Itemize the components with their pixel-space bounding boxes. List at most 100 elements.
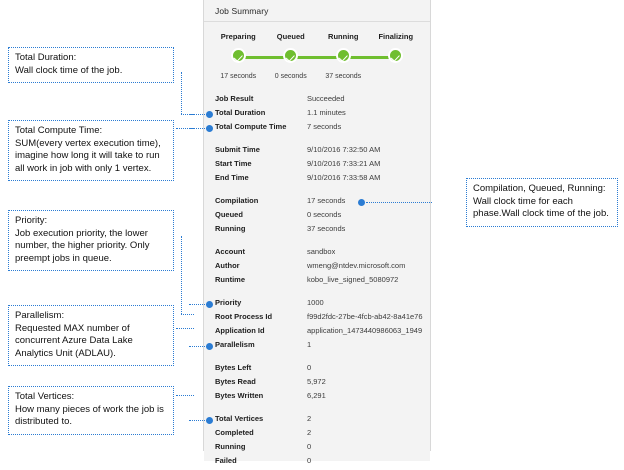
callout-parallelism-heading: Parallelism: <box>15 310 65 321</box>
detail-row-key: Submit Time <box>215 145 260 154</box>
detail-row-key: End Time <box>215 173 249 182</box>
callout-total-vertices-body: How many pieces of work the job is distr… <box>15 403 164 428</box>
detail-row-value: 2 <box>307 428 312 437</box>
detail-row-value: kobo_live_signed_5080972 <box>307 275 399 284</box>
detail-row-key: Total Duration <box>215 108 266 117</box>
detail-row: Account sandbox <box>215 247 424 261</box>
detail-row: Priority 1000 <box>189 298 424 312</box>
callout-priority-heading: Priority: <box>15 215 48 226</box>
detail-row-value: 1000 <box>307 298 324 307</box>
phase-time-queued: 0 seconds <box>274 73 307 80</box>
detail-row-key: Completed <box>215 428 254 437</box>
phase-node-row <box>212 48 422 63</box>
detail-row-value: Succeeded <box>307 94 345 103</box>
detail-row-value: 1.1 minutes <box>307 108 346 117</box>
callout-priority-body: Job execution priority, the lower number… <box>15 227 150 264</box>
detail-row-key: Parallelism <box>215 340 255 349</box>
phase-progress-tracker: Preparing Queued Running Finalizing 17 s… <box>212 32 422 88</box>
detail-row-key: Total Vertices <box>215 414 264 423</box>
phase-time-row: 17 seconds 0 seconds 37 seconds <box>212 73 422 80</box>
detail-row: Running 37 seconds <box>215 224 424 238</box>
callout-parallelism-body: Requested MAX number of concurrent Azure… <box>15 322 133 359</box>
phase-time-running: 37 seconds <box>325 73 362 80</box>
panel-header: Job Summary <box>204 0 430 22</box>
callout-leader-line <box>189 114 207 115</box>
callout-total-duration-body: Wall clock time of the job. <box>15 64 123 76</box>
detail-row: Bytes Written 6,291 <box>215 391 424 405</box>
callout-leader-line <box>189 420 207 421</box>
callout-total-compute-time-body: SUM(every vertex execution time), imagin… <box>15 137 161 174</box>
detail-row-key: Root Process Id <box>215 312 273 321</box>
row-group-spacer <box>215 238 424 247</box>
detail-row-key: Bytes Written <box>215 391 264 400</box>
connector-priority-horizontal <box>181 314 194 315</box>
job-summary-panel: Job Summary Preparing Queued Running Fin… <box>189 0 432 465</box>
phase-time-finalizing <box>370 73 423 80</box>
phase-time-preparing: 17 seconds <box>220 73 257 80</box>
check-circle-icon <box>230 48 246 63</box>
row-group-spacer <box>215 289 424 298</box>
detail-row-key: Running <box>215 224 246 233</box>
callout-leader-line <box>189 346 207 347</box>
phase-node-preparing <box>212 48 265 63</box>
detail-row-key: Account <box>215 247 245 256</box>
check-circle-icon <box>335 48 351 63</box>
connector-total-compute-horizontal <box>176 128 194 129</box>
callout-marker-dot <box>206 343 213 350</box>
row-group-spacer <box>215 354 424 363</box>
phase-progress-track <box>238 56 396 59</box>
phase-label-preparing: Preparing <box>220 32 256 41</box>
connector-total-vertices-horizontal <box>176 395 194 396</box>
detail-row-key: Job Result <box>215 94 254 103</box>
row-group-spacer <box>215 187 424 196</box>
callout-phase-times-heading: Compilation, Queued, Running: <box>473 183 606 194</box>
detail-row: Completed 2 <box>215 428 424 442</box>
callout-marker-dot <box>206 417 213 424</box>
check-circle-icon <box>388 48 404 63</box>
callout-total-duration: Total Duration: Wall clock time of the j… <box>8 47 174 84</box>
connector-total-duration-horizontal <box>181 114 194 115</box>
detail-row-value: 0 <box>307 363 312 372</box>
detail-row: Job Result Succeeded <box>215 94 424 108</box>
detail-row: Total Vertices 2 <box>189 414 424 428</box>
detail-row-key: Running <box>215 442 246 451</box>
callout-total-vertices-heading: Total Vertices: <box>15 391 75 402</box>
detail-row: Root Process Id f99d2fdc-27be-4fcb-ab42-8… <box>215 312 424 326</box>
phase-label-running: Running <box>328 32 359 41</box>
callout-total-compute-time-heading: Total Compute Time: <box>15 125 103 136</box>
detail-row-value: sandbox <box>307 247 336 256</box>
detail-row-key: Priority <box>215 298 242 307</box>
detail-row-value: 2 <box>307 414 312 423</box>
detail-row-value: 0 <box>307 456 312 465</box>
callout-total-vertices: Total Vertices: How many pieces of work … <box>8 386 174 435</box>
phase-label-finalizing: Finalizing <box>378 32 414 41</box>
detail-row-value: 6,291 <box>307 391 326 400</box>
phase-node-finalizing <box>370 48 423 63</box>
detail-row-key: Total Compute Time <box>215 122 287 131</box>
detail-row-key: Application Id <box>215 326 265 335</box>
callout-total-duration-heading: Total Duration: <box>15 52 77 63</box>
detail-row: Parallelism 1 <box>189 340 424 354</box>
detail-row-value: wmeng@ntdev.microsoft.com <box>307 261 406 270</box>
detail-row: Submit Time 9/10/2016 7:32:50 AM <box>215 145 424 159</box>
detail-row-value: f99d2fdc-27be-4fcb-ab42-8a41e76 <box>307 312 423 321</box>
detail-row-key: Start Time <box>215 159 252 168</box>
callout-phase-times-body: Wall clock time for each phase.Wall cloc… <box>473 195 609 220</box>
detail-row-value: 17 seconds <box>307 196 346 205</box>
phase-label-row: Preparing Queued Running Finalizing <box>212 32 422 41</box>
detail-row-key: Failed <box>215 456 237 465</box>
detail-row-value: 9/10/2016 7:32:50 AM <box>307 145 381 154</box>
detail-row-value: 37 seconds <box>307 224 346 233</box>
detail-row-key: Compilation <box>215 196 259 205</box>
detail-row-value: 1 <box>307 340 312 349</box>
callout-phase-times: Compilation, Queued, Running: Wall clock… <box>466 178 618 227</box>
